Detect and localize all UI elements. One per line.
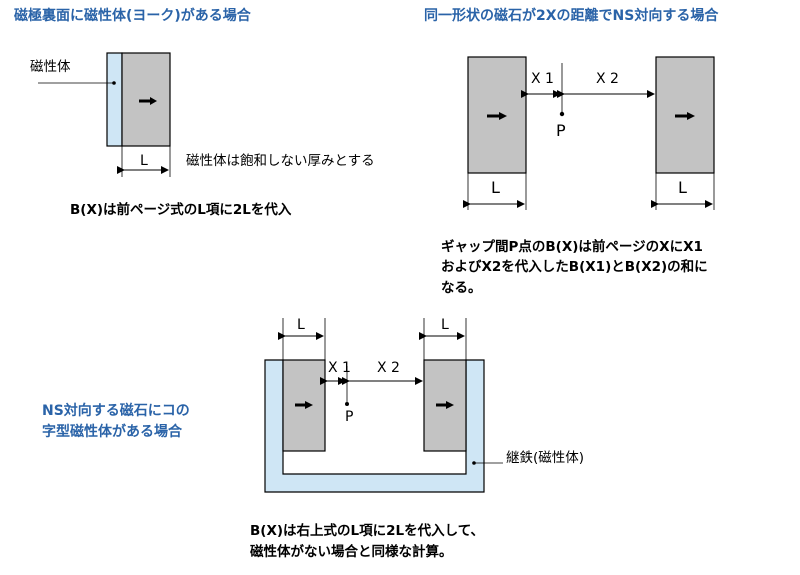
bottom-note-line2: 磁性体がない場合と同様な計算。: [250, 544, 453, 560]
ns-facing-magnets: [463, 56, 715, 210]
dim-x1-bottom: X 1: [328, 360, 351, 376]
u-yoke-assembly: [264, 318, 503, 493]
point-p-marker: [345, 402, 349, 406]
point-p-marker: [559, 111, 565, 117]
dim-x1-top: X 1: [531, 71, 554, 87]
gap-note-line3: なる。: [441, 280, 482, 296]
gap-note-line1: ギャップ間P点のB(X)は前ページのXにX1: [441, 239, 703, 255]
dim-l-top-left: L: [140, 153, 148, 169]
bottom-note-line1: B(X)は右上式のL項に2Lを代入して、: [250, 523, 485, 539]
yoke-plate: [106, 52, 123, 147]
formula-left-note: B(X)は前ページ式のL項に2Lを代入: [70, 202, 292, 218]
yoke-label: 継鉄(磁性体): [506, 450, 585, 466]
dim-x2-top: X 2: [596, 71, 619, 87]
yoke-backed-magnet: [38, 52, 171, 177]
dim-l-right-magnet-1: L: [491, 178, 500, 197]
heading-ns-facing-magnets: 同一形状の磁石が2Xの距離でNS対向する場合: [424, 8, 719, 24]
magnetization-arrow-icon: [295, 401, 313, 409]
point-p-top: P: [556, 121, 566, 140]
magnetization-arrow-icon: [675, 112, 695, 120]
dim-l-bottom-left: L: [297, 317, 305, 333]
magnetization-arrow-icon: [139, 97, 157, 105]
dim-x2-bottom: X 2: [377, 360, 400, 376]
point-p-bottom: P: [345, 409, 354, 425]
gap-note-line2: およびX2を代入したB(X1)とB(X2)の和に: [441, 259, 708, 275]
heading-u-yoke-line1: NS対向する磁石にコの: [42, 403, 190, 419]
magnetic-body-note: 磁性体は飽和しない厚みとする: [186, 153, 375, 169]
magnetization-arrow-icon: [487, 112, 507, 120]
magnet-block-u-left: [282, 359, 326, 452]
dim-l-bottom-right: L: [441, 317, 449, 333]
heading-yoke-behind-pole: 磁極裏面に磁性体(ヨーク)がある場合: [14, 8, 251, 24]
magnetic-body-label: 磁性体: [30, 59, 71, 75]
heading-u-yoke-line2: 字型磁性体がある場合: [42, 424, 182, 440]
dim-l-right-magnet-2: L: [678, 178, 687, 197]
magnetization-arrow-icon: [436, 401, 454, 409]
